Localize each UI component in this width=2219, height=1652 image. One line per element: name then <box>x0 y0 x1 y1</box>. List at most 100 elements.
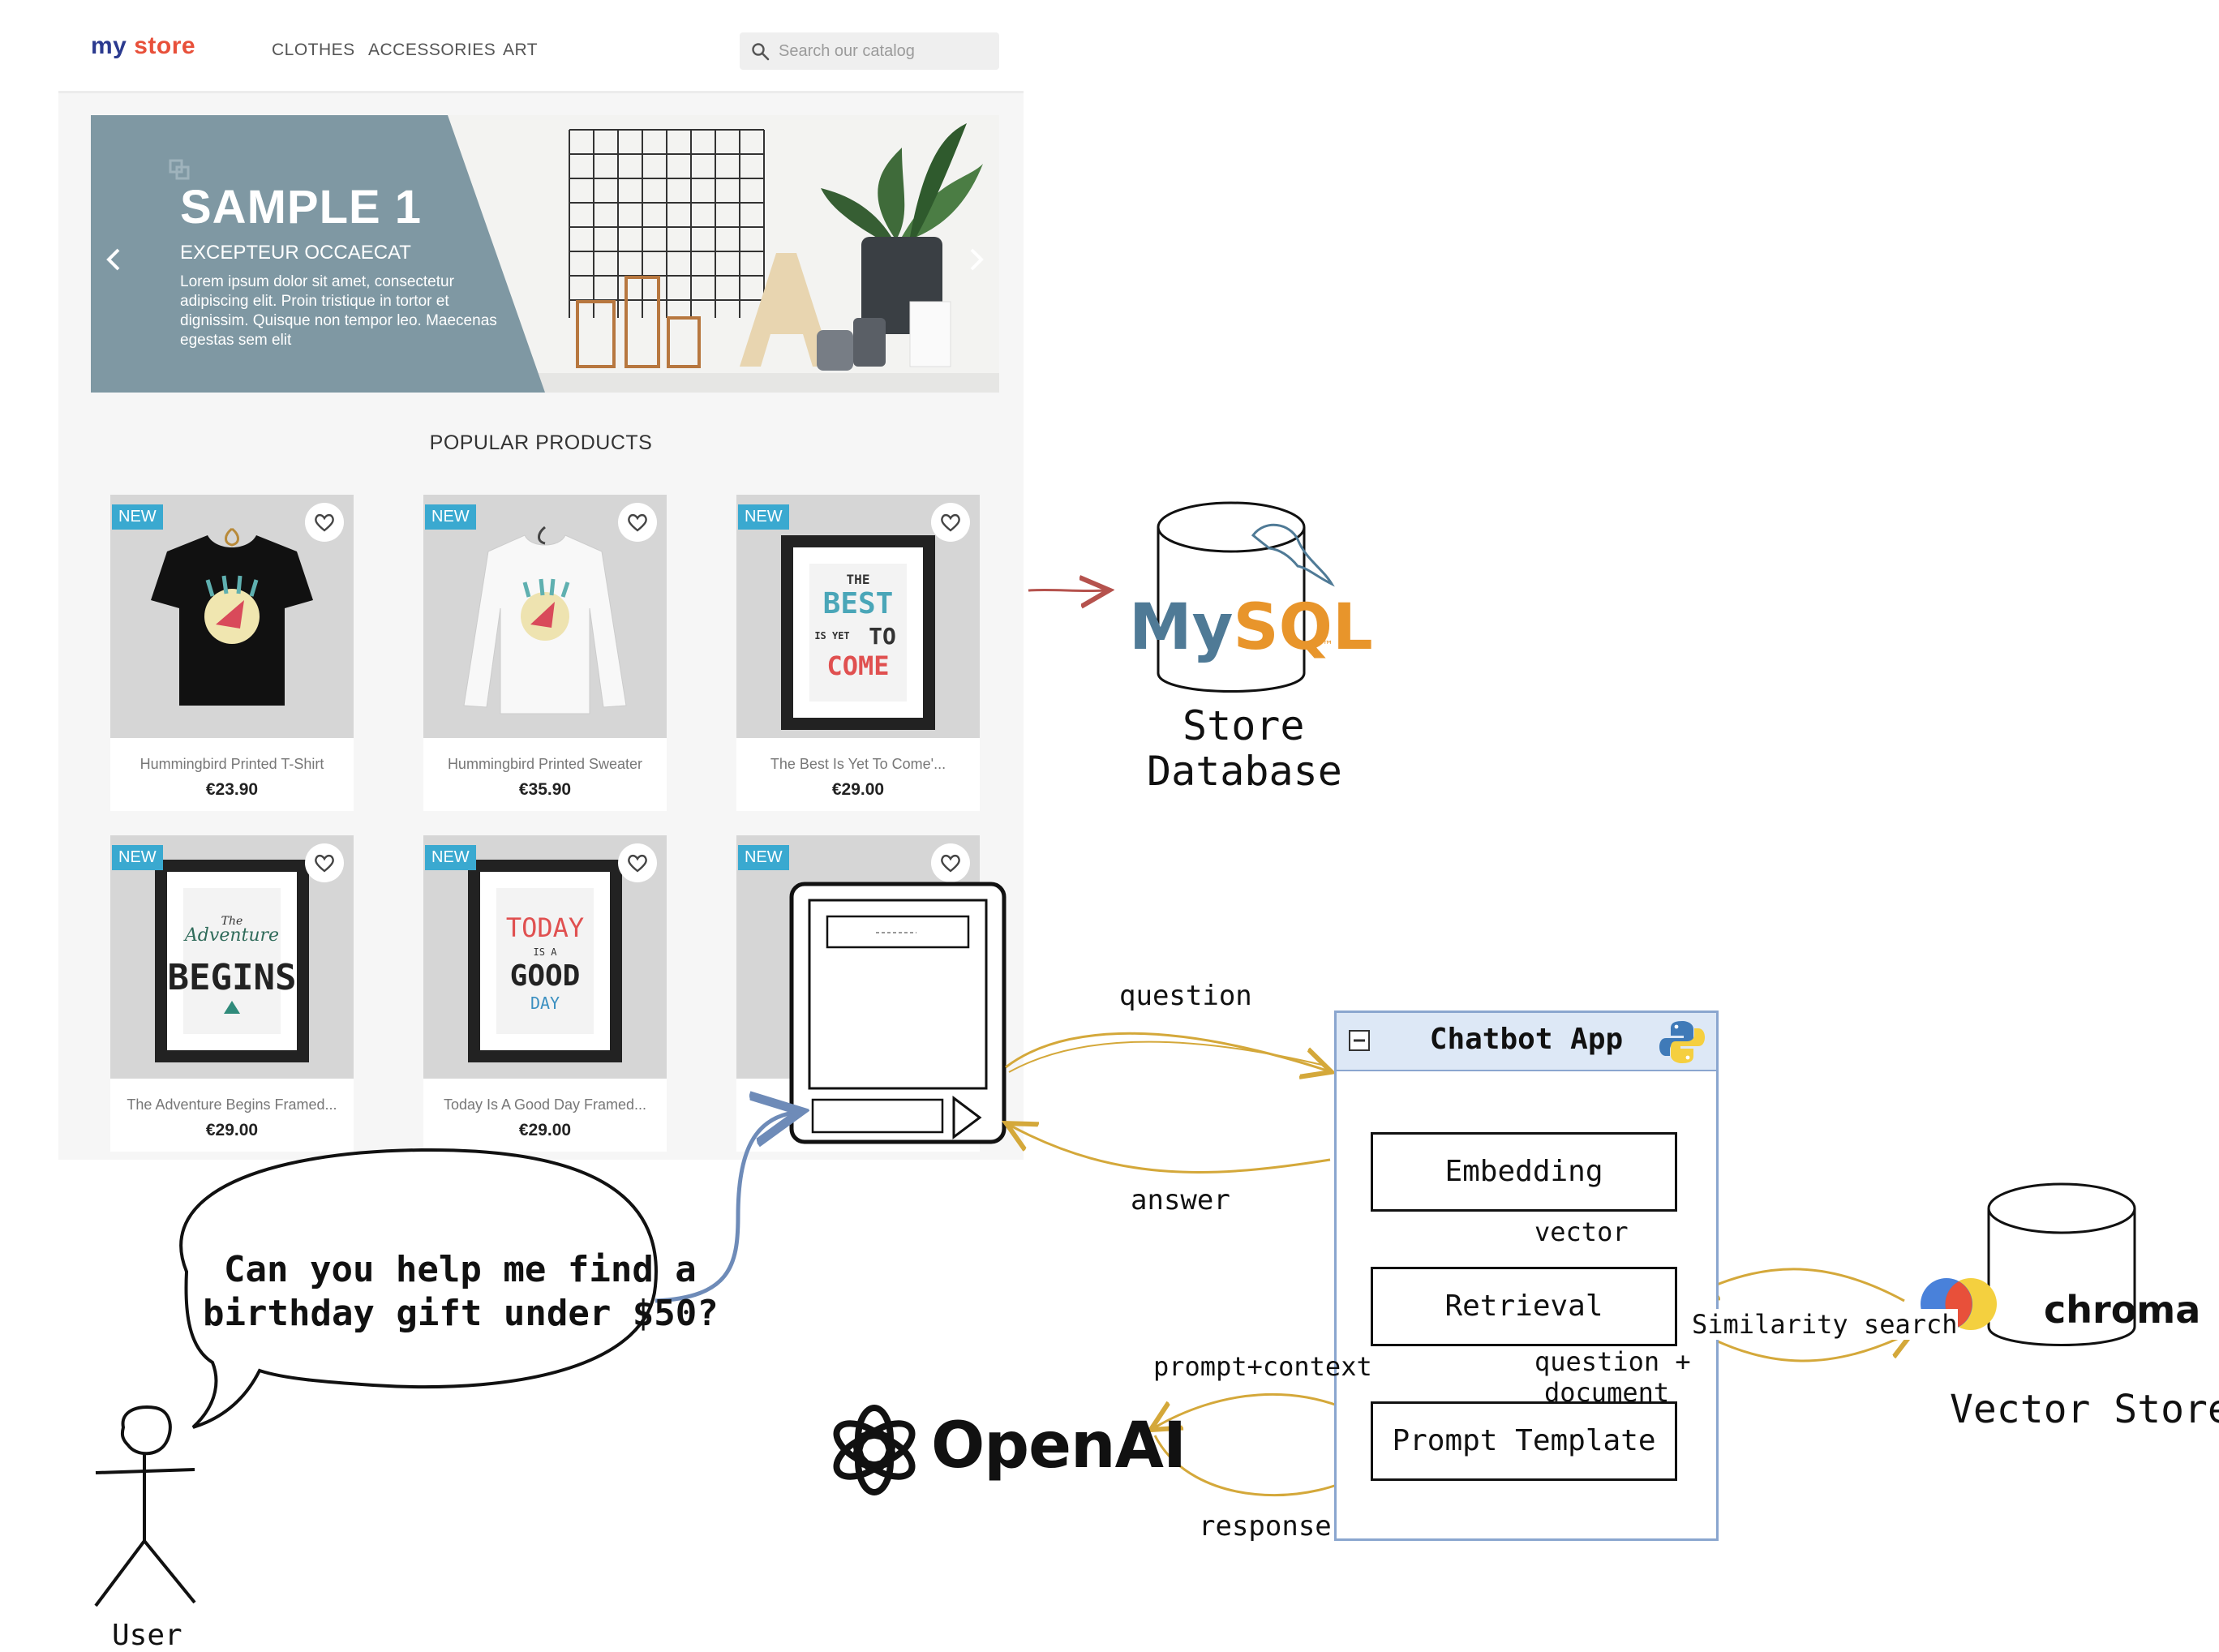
poster-best-image: THE BEST IS YET TO COME <box>781 535 935 730</box>
poster-today-good: GOOD <box>510 959 581 993</box>
new-badge: NEW <box>738 504 789 530</box>
vector-store-label: Vector Store <box>1950 1387 2219 1432</box>
product-image: THE BEST IS YET TO COME <box>736 495 980 738</box>
wishlist-button[interactable] <box>618 843 657 882</box>
poster-adv-the: The <box>221 915 243 928</box>
banner-illustration <box>91 115 999 393</box>
store-header: my store CLOTHES ACCESSORIES ART Search … <box>58 0 1024 93</box>
product-price: €35.90 <box>518 780 572 799</box>
poster-adventure-image: The Adventure BEGINS <box>155 860 309 1062</box>
response-label: response <box>1199 1510 1332 1543</box>
search-placeholder: Search our catalog <box>779 42 915 60</box>
nav-art[interactable]: ART <box>503 41 539 59</box>
banner-subtitle: EXCEPTEUR OCCAECAT <box>180 242 411 264</box>
chatbot-app-title: Chatbot App <box>1429 1023 1624 1056</box>
python-logo-icon <box>1659 1021 1705 1063</box>
user-stick-figure-icon <box>94 1405 196 1607</box>
banner-title: SAMPLE 1 <box>180 181 423 234</box>
product-name[interactable]: Today Is A Good Day Framed... <box>443 1096 647 1113</box>
new-badge: NEW <box>112 504 163 530</box>
poster-today-day: DAY <box>530 993 560 1013</box>
banner-body: Lorem ipsum dolor sit amet, consectetur … <box>180 273 497 349</box>
collapse-icon[interactable] <box>1348 1029 1371 1052</box>
product-name[interactable]: Hummingbird Printed Sweater <box>447 756 643 772</box>
nav-accessories[interactable]: ACCESSORIES <box>368 41 496 59</box>
speech-line-1: Can you help me find a <box>224 1249 697 1290</box>
wishlist-button[interactable] <box>931 843 970 882</box>
product-card[interactable]: NEW Hummingbird Printed Sweater €35.90 <box>423 495 667 811</box>
product-name[interactable]: Hummingbird Printed T-Shirt <box>139 756 324 772</box>
heart-icon <box>941 854 960 873</box>
poster-adv-begins: BEGINS <box>168 957 297 998</box>
question-document-label-1: question + <box>1534 1346 1691 1377</box>
chatbot-app-header: Chatbot App <box>1337 1013 1716 1071</box>
product-card[interactable]: TODAY IS A GOOD DAY NEW Today Is A Good … <box>423 835 667 1152</box>
new-badge: NEW <box>738 845 789 870</box>
chat-widget-sketch <box>789 882 1006 1144</box>
heart-icon <box>628 854 647 873</box>
user-label: User <box>112 1619 182 1652</box>
chroma-logo-text: chroma <box>2044 1288 2201 1332</box>
product-price: €23.90 <box>205 780 259 799</box>
heart-icon <box>315 513 334 532</box>
mysql-dolphin-icon <box>1251 523 1335 587</box>
poster-best-the: THE <box>847 572 870 587</box>
store-db-label-2: Database <box>1147 748 1342 795</box>
product-image <box>110 495 354 738</box>
product-card[interactable]: The Adventure BEGINS NEW The Adventure B… <box>110 835 354 1152</box>
product-name[interactable]: The Best Is Yet To Come'... <box>770 756 946 772</box>
wishlist-button[interactable] <box>305 503 344 542</box>
hero-banner[interactable]: SAMPLE 1 EXCEPTEUR OCCAECAT Lorem ipsum … <box>91 115 999 393</box>
answer-label: answer <box>1131 1184 1230 1216</box>
product-price: €29.00 <box>518 1121 572 1139</box>
answer-arrow <box>1011 1126 1331 1174</box>
poster-today-image: TODAY IS A GOOD DAY <box>468 860 622 1062</box>
mysql-logo-my: My <box>1129 591 1233 664</box>
poster-today-today: TODAY <box>506 912 584 943</box>
wishlist-button[interactable] <box>931 503 970 542</box>
new-badge: NEW <box>425 845 476 870</box>
speech-line-2: birthday gift under $50? <box>203 1293 719 1334</box>
product-card[interactable]: THE BEST IS YET TO COME NEW The Best Is … <box>736 495 980 811</box>
banner-prev-button[interactable] <box>104 243 123 284</box>
database-cylinder-icon <box>1157 501 1306 693</box>
nav-clothes[interactable]: CLOTHES <box>272 41 355 59</box>
product-price: €29.00 <box>205 1121 259 1139</box>
store-db-label-1: Store <box>1182 702 1305 749</box>
search-icon <box>752 43 770 61</box>
mysql-logo: MySQL <box>1129 591 1373 664</box>
vector-label: vector <box>1534 1216 1629 1247</box>
product-card[interactable]: NEW Hummingbird Printed T-Shirt €23.90 <box>110 495 354 811</box>
logo-store: store <box>134 32 196 59</box>
product-image: TODAY IS A GOOD DAY <box>423 835 667 1079</box>
similarity-search-arrow-left <box>1692 1268 1905 1302</box>
banner-next-button[interactable] <box>967 243 986 284</box>
wishlist-button[interactable] <box>618 503 657 542</box>
poster-adv-adventure: Adventure <box>183 925 279 946</box>
section-title: POPULAR PRODUCTS <box>429 431 653 454</box>
chevron-right-icon <box>970 248 984 271</box>
store-screenshot: my store CLOTHES ACCESSORIES ART Search … <box>58 0 1024 1160</box>
poster-best-best: BEST <box>823 587 894 620</box>
user-question-arrow <box>655 1113 793 1303</box>
poster-today-isa: IS A <box>534 946 558 958</box>
question-label: question <box>1119 980 1252 1012</box>
product-name[interactable]: The Adventure Begins Framed... <box>127 1096 337 1113</box>
heart-icon <box>941 513 960 532</box>
tshirt-image <box>151 527 313 706</box>
openai-logo-text: OpenAI <box>931 1410 1187 1483</box>
store-logo[interactable]: my store <box>91 32 195 60</box>
new-badge: NEW <box>112 845 163 870</box>
sweater-image <box>463 526 627 714</box>
product-price: €29.00 <box>831 780 885 799</box>
search-input[interactable]: Search our catalog <box>740 32 999 70</box>
embedding-box: Embedding <box>1371 1132 1677 1212</box>
prompt-context-label: prompt+context <box>1153 1351 1372 1382</box>
product-image: The Adventure BEGINS <box>110 835 354 1079</box>
retrieval-box: Retrieval <box>1371 1267 1677 1346</box>
openai-logo-icon <box>833 1405 916 1495</box>
speech-bubble <box>179 1148 658 1429</box>
prompt-template-box: Prompt Template <box>1371 1401 1677 1481</box>
wishlist-button[interactable] <box>305 843 344 882</box>
